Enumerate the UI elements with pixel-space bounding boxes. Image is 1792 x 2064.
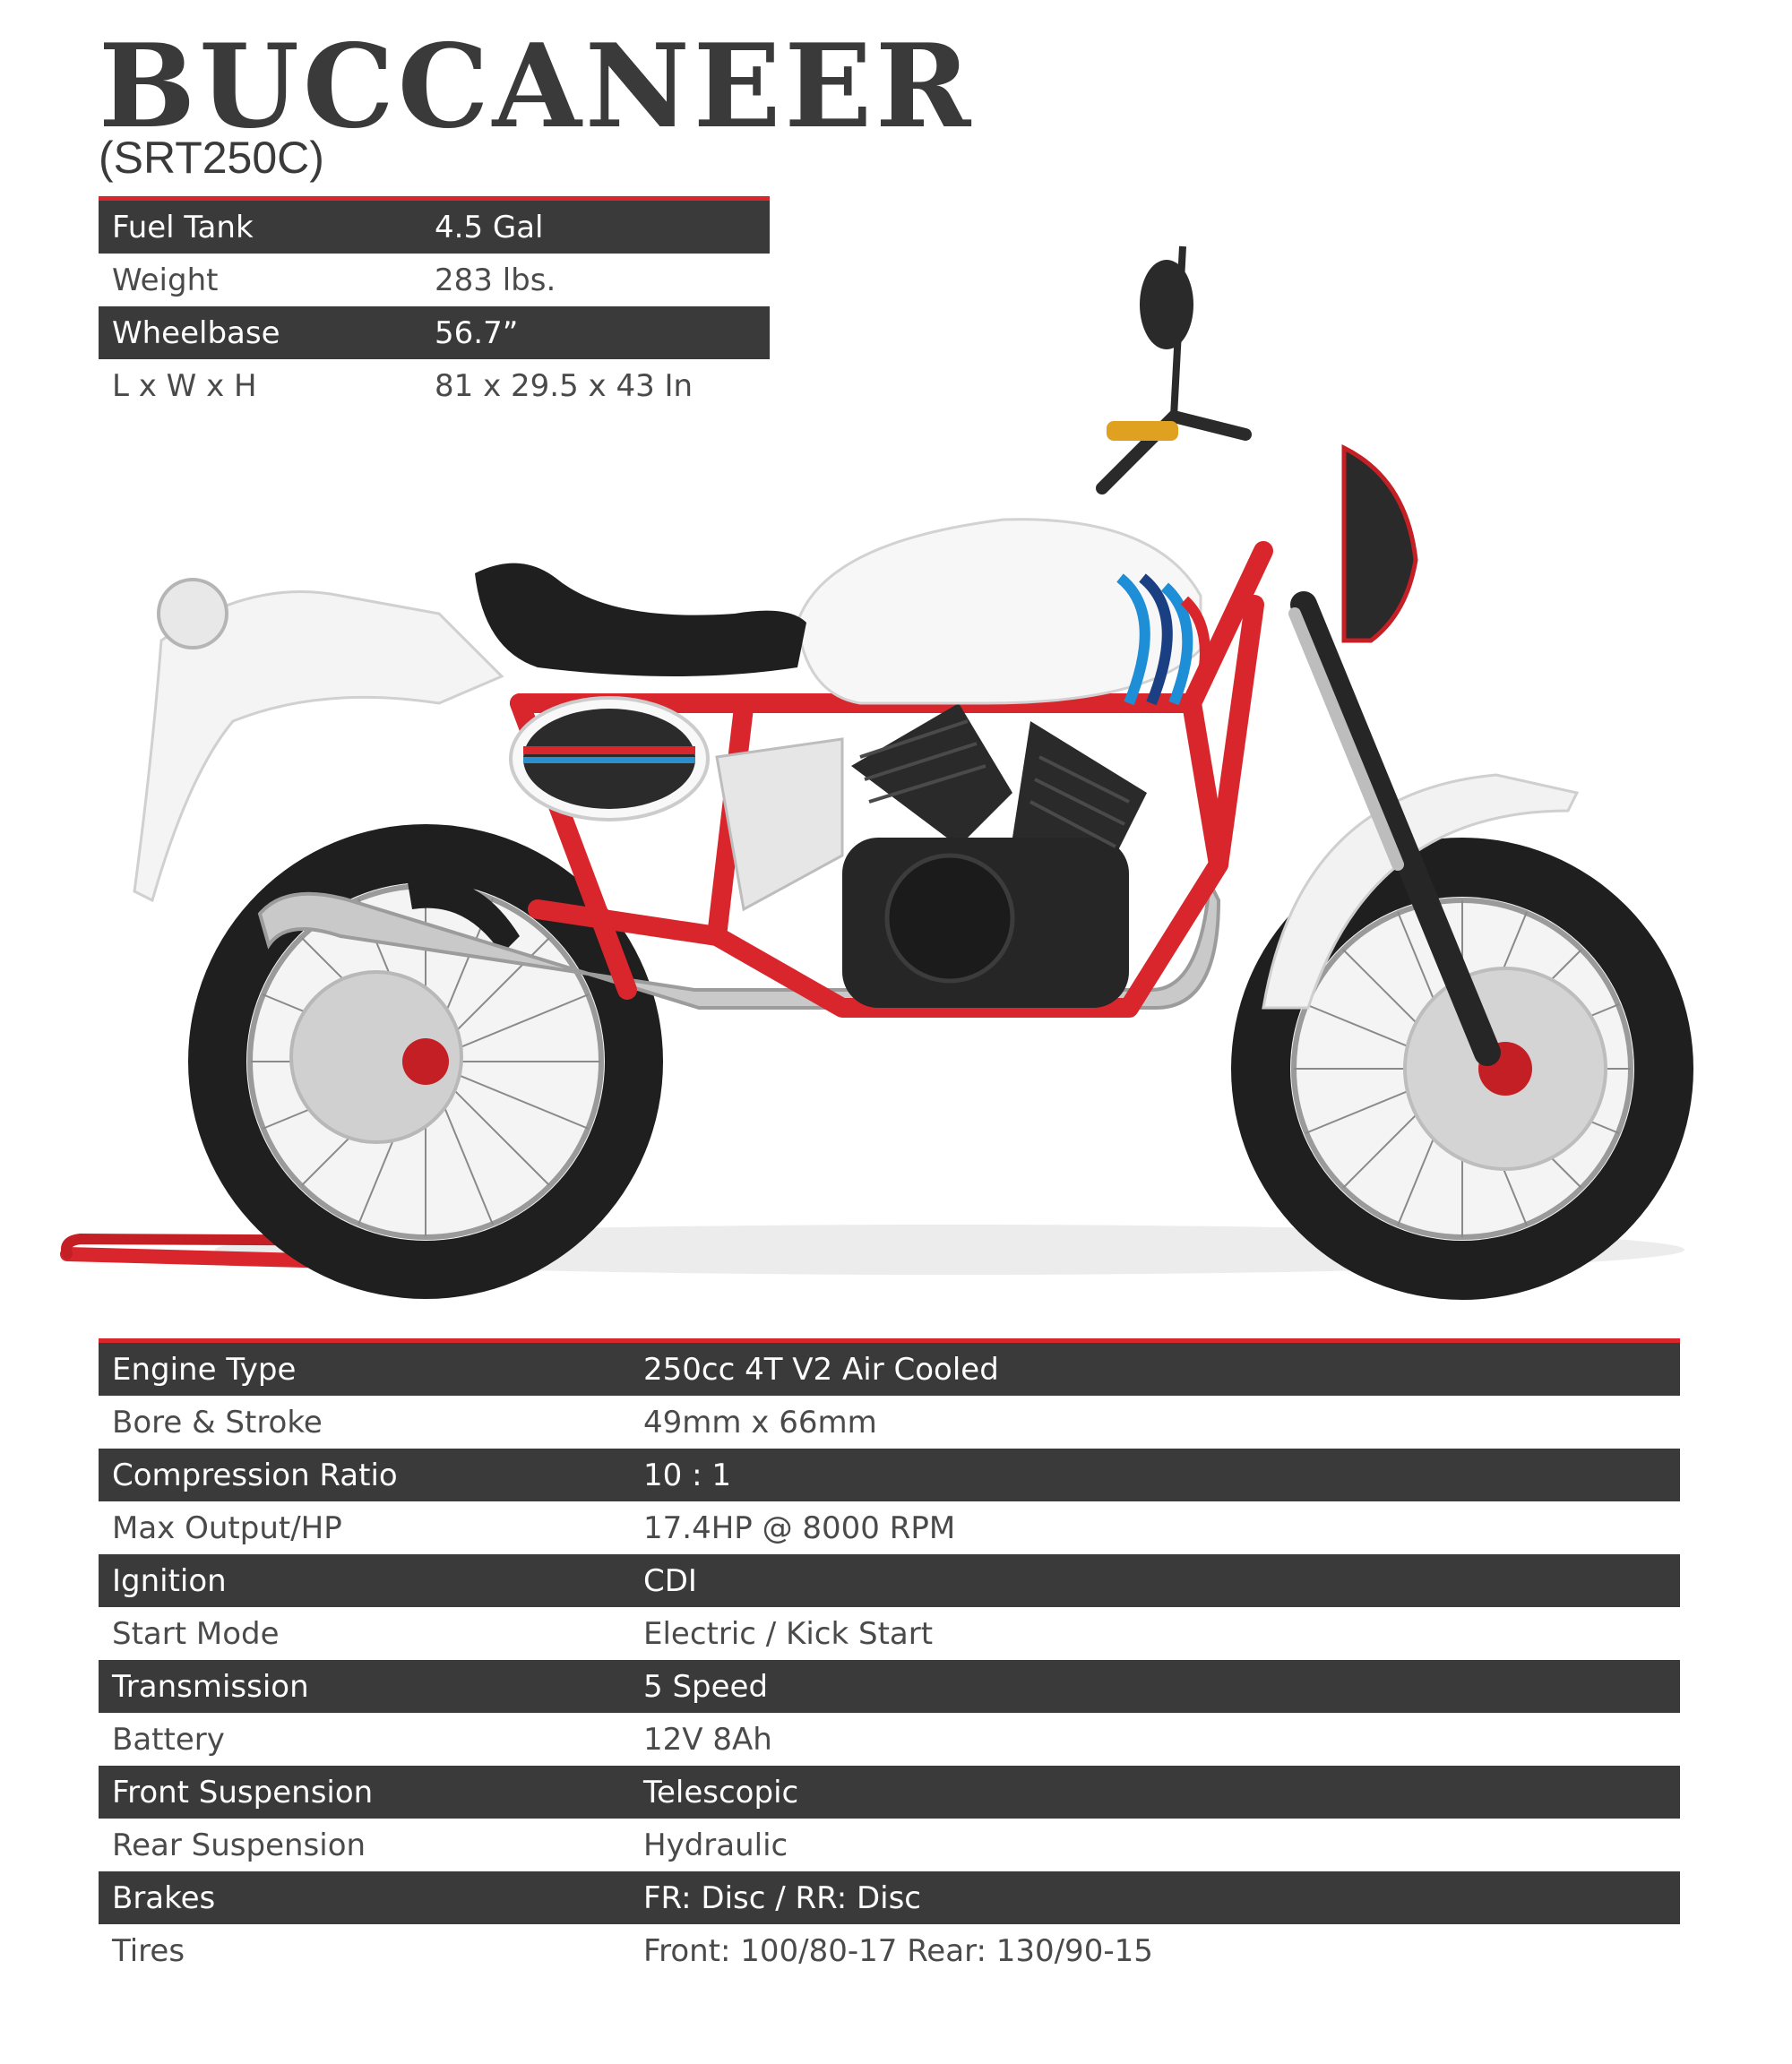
motorcycle-image [60,245,1693,1300]
table-row: Tires Front: 100/80-17 Rear: 130/90-15 [99,1924,1680,1977]
table-row: Engine Type 250cc 4T V2 Air Cooled [99,1343,1680,1396]
spec-value: Hydraulic [643,1827,788,1863]
spec-label: Rear Suspension [112,1827,366,1863]
engine [842,703,1147,1008]
side-panel [509,696,844,912]
spec-value: Electric / Kick Start [643,1615,934,1652]
spec-value: CDI [643,1562,697,1599]
spec-label: Tires [112,1932,185,1969]
seat [475,563,806,676]
front-fork [1288,591,1501,1066]
spec-value: Telescopic [643,1774,799,1810]
table-row: Ignition CDI [99,1554,1680,1607]
spec-label: Transmission [112,1668,309,1705]
rear-wheel [188,824,663,1299]
spec-label: Compression Ratio [112,1457,398,1493]
table-row: L x W x H 81 x 29.5 x 43 In [99,359,770,412]
table-row: Front Suspension Telescopic [99,1766,1680,1819]
spec-value: FR: Disc / RR: Disc [643,1879,922,1916]
spec-value: 12V 8Ah [643,1721,772,1758]
table-row: Fuel Tank 4.5 Gal [99,201,770,254]
engine-specs-table: Engine Type 250cc 4T V2 Air Cooled Bore … [99,1338,1680,1977]
spec-label: Fuel Tank [112,209,254,245]
table-row: Wheelbase 56.7” [99,306,770,359]
spec-value: 10 : 1 [643,1457,731,1493]
spec-label: Wheelbase [112,314,280,351]
table-row: Brakes FR: Disc / RR: Disc [99,1871,1680,1924]
spec-label: Start Mode [112,1615,280,1652]
spec-label: Engine Type [112,1351,297,1388]
table-row: Rear Suspension Hydraulic [99,1819,1680,1871]
spec-label: Bore & Stroke [112,1404,323,1440]
spec-label: Weight [112,262,219,298]
rear-mudguard [408,879,520,954]
table-row: Weight 283 lbs. [99,254,770,306]
spec-label: L x W x H [112,367,257,404]
model-code: (SRT250C) [99,133,324,183]
spec-value: 250cc 4T V2 Air Cooled [643,1351,999,1388]
dimensions-table: Fuel Tank 4.5 Gal Weight 283 lbs. Wheelb… [99,196,770,412]
tail-light [157,578,228,649]
rear-tail [133,590,504,903]
spec-value: Front: 100/80-17 Rear: 130/90-15 [643,1932,1153,1969]
table-row: Max Output/HP 17.4HP @ 8000 RPM [99,1501,1680,1554]
table-row: Compression Ratio 10 : 1 [99,1449,1680,1501]
spec-label: Max Output/HP [112,1509,342,1546]
fuel-tank [796,518,1210,706]
table-row: Start Mode Electric / Kick Start [99,1607,1680,1660]
spec-value: 81 x 29.5 x 43 In [435,367,694,404]
spec-label: Front Suspension [112,1774,374,1810]
exhaust [257,875,1221,1010]
product-title: BUCCANEER [99,20,975,154]
front-wheel [1231,838,1693,1300]
spec-value: 17.4HP @ 8000 RPM [643,1509,956,1546]
spec-value: 49mm x 66mm [643,1404,877,1440]
mirror-icon [1140,260,1193,349]
spec-value: 5 Speed [643,1668,769,1705]
table-row: Transmission 5 Speed [99,1660,1680,1713]
spec-label: Ignition [112,1562,227,1599]
spec-value: 56.7” [435,314,519,351]
table-row: Bore & Stroke 49mm x 66mm [99,1396,1680,1449]
spec-label: Brakes [112,1879,216,1916]
table-row: Battery 12V 8Ah [99,1713,1680,1766]
spec-value: 4.5 Gal [435,209,544,245]
headlight [1341,443,1418,643]
spec-value: 283 lbs. [435,262,556,298]
front-fender [1262,773,1580,1010]
spec-label: Battery [112,1721,225,1758]
